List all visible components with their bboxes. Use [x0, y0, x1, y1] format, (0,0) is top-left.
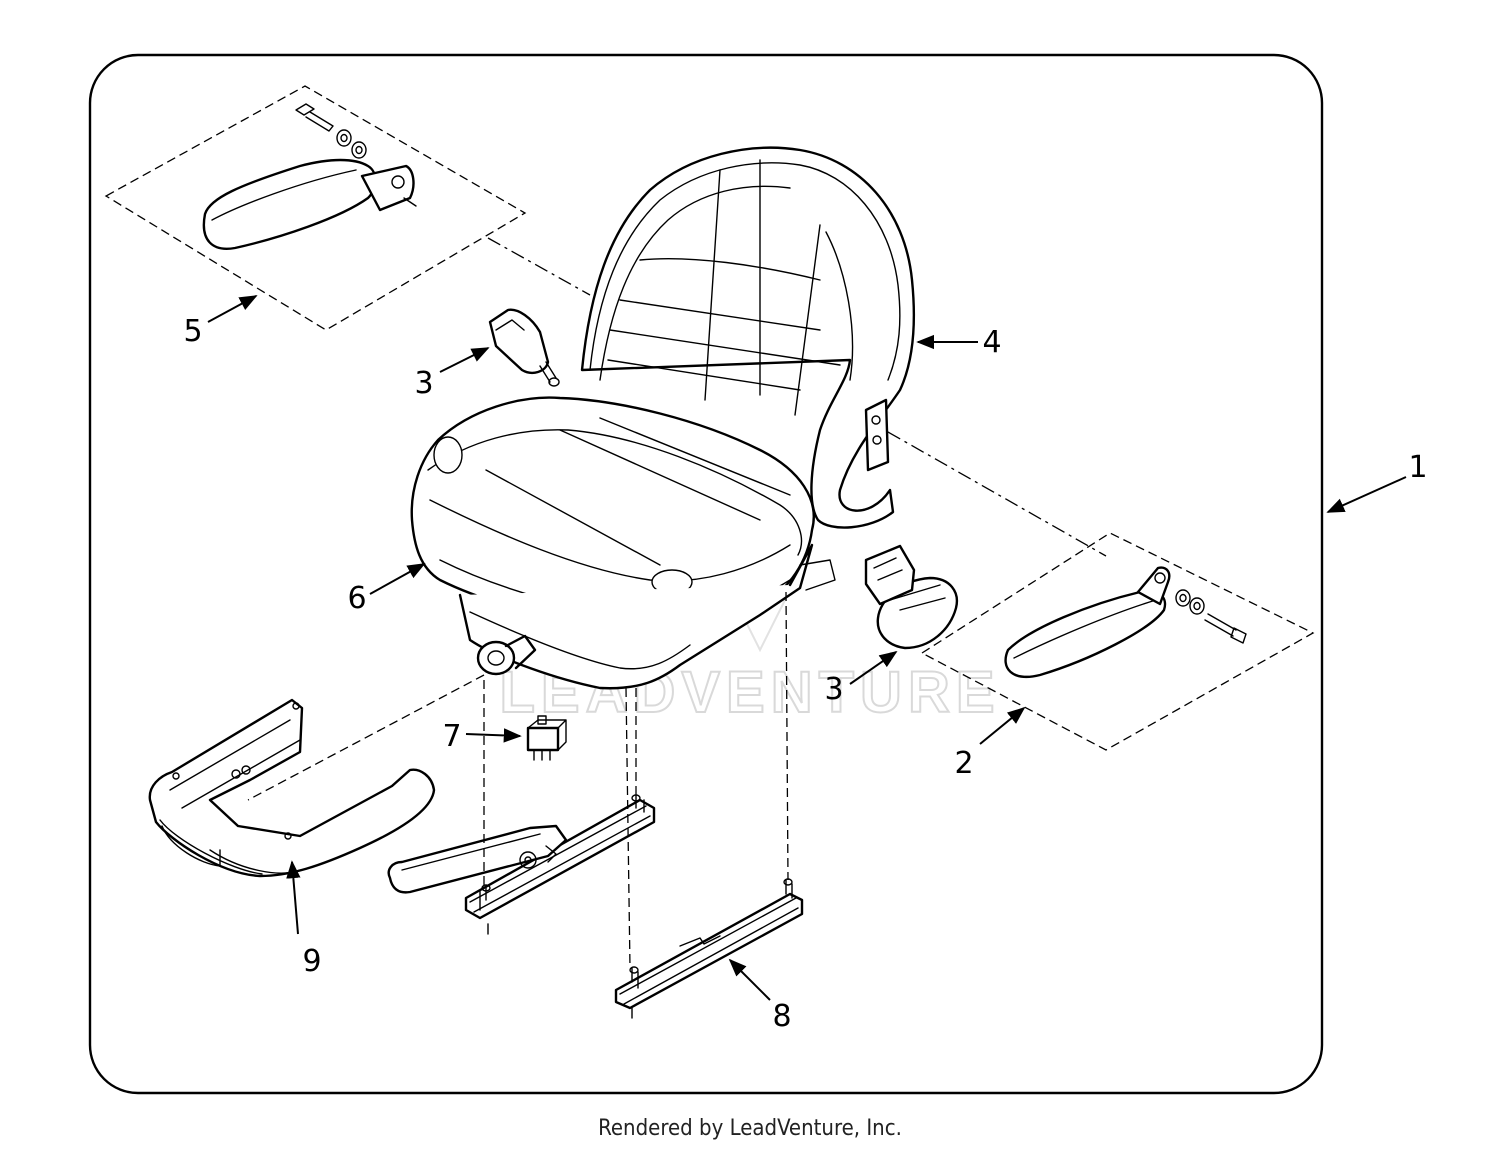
callout-5: 5	[183, 314, 202, 349]
callout-9: 9	[302, 944, 321, 979]
callout-2: 2	[954, 746, 973, 781]
assembly-leader-lines	[247, 237, 1107, 969]
callout-7: 7	[442, 719, 461, 754]
part-3-seatbelt-buckle-right	[864, 544, 959, 650]
part-7-seat-switch	[526, 715, 567, 761]
callout-6: 6	[347, 581, 366, 616]
seat-parts-diagram: LEADVENTURE	[88, 53, 1428, 1095]
part-2-armrest-kit-right	[920, 532, 1315, 751]
diagram-frame	[88, 53, 1324, 1095]
footer-credit: Rendered by LeadVenture, Inc.	[598, 1116, 902, 1141]
callout-3-right: 3	[824, 672, 843, 707]
seat-slide-rail-with-lever	[387, 794, 656, 935]
part-9-seat-pan	[148, 698, 436, 878]
part-5-armrest-kit-left	[104, 85, 527, 331]
callout-3-left: 3	[414, 366, 433, 401]
part-6-seat-cushion	[410, 396, 836, 690]
callout-arrows	[207, 295, 1407, 1001]
callout-4: 4	[982, 325, 1001, 360]
part-3-seatbelt-buckle-left	[488, 308, 560, 387]
callout-1: 1	[1408, 450, 1427, 485]
part-8-seat-rail	[614, 878, 804, 1019]
callout-8: 8	[772, 999, 791, 1034]
